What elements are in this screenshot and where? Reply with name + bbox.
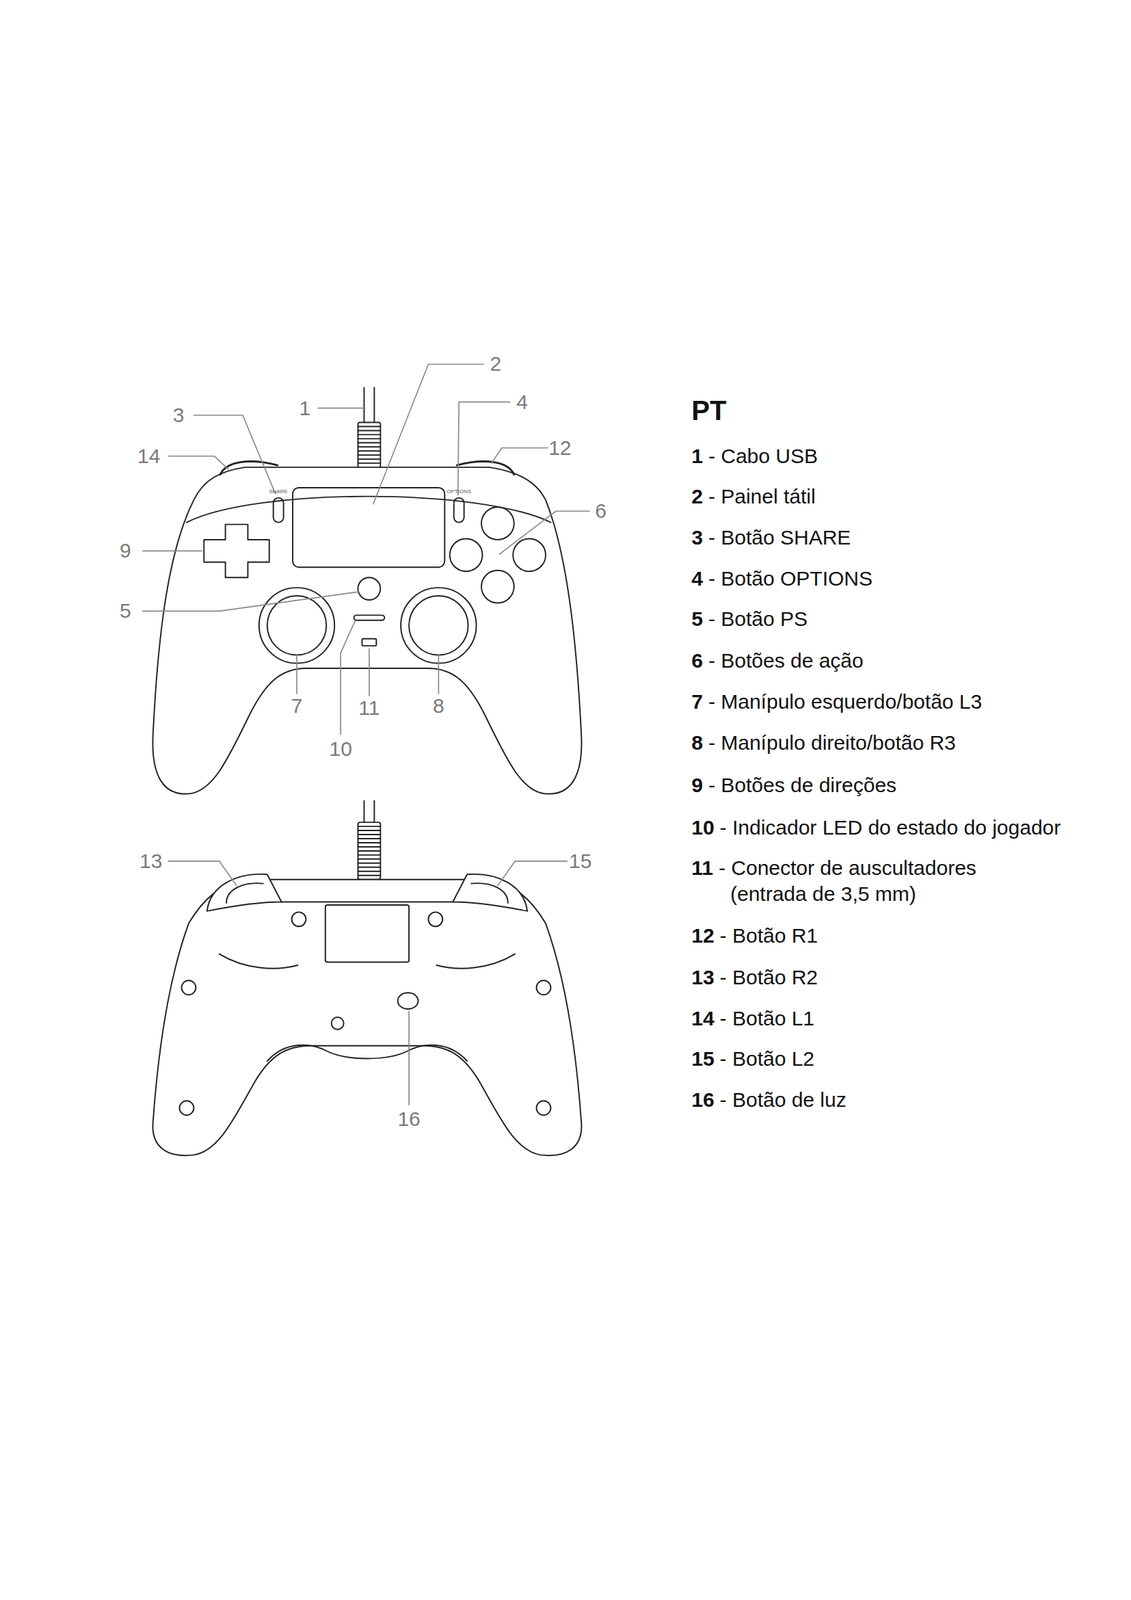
part-name: - Botões de ação: [708, 647, 864, 674]
cable-ridge: [358, 429, 381, 431]
button-print: OPTIONS: [446, 488, 472, 495]
callout-number: 11: [358, 697, 380, 718]
list-number: 10: [691, 814, 714, 841]
cable-ridge: [358, 845, 381, 848]
button-print: SHARE: [268, 488, 288, 495]
part-name: - Botão OPTIONS: [708, 565, 873, 592]
callout-number: 15: [568, 850, 592, 872]
part-name: - Botão R2: [720, 964, 818, 991]
cable-ridge: [358, 862, 381, 864]
list-number: 4: [691, 565, 703, 592]
cable-ridge: [358, 458, 381, 460]
list-number: 5: [691, 605, 703, 632]
list-number: 13: [691, 964, 714, 991]
list-number: 2: [691, 483, 703, 510]
list-number: 15: [691, 1045, 714, 1072]
callout-number: 8: [432, 695, 445, 716]
part-name: - Botão PS: [708, 605, 808, 632]
callout-number: 14: [137, 445, 161, 467]
cable-ridge: [358, 854, 381, 856]
part-name: - Botão de luz: [720, 1086, 847, 1113]
list-number: 8: [691, 729, 703, 756]
part-name: - Painel tátil: [708, 483, 816, 510]
list-number: 16: [691, 1086, 714, 1113]
controller-back: [152, 800, 582, 1155]
part-name: - Botões de direções: [708, 772, 897, 798]
cable-ridge: [358, 433, 381, 435]
callout-number: 13: [139, 850, 163, 872]
list-number: 1: [691, 443, 703, 470]
part-name: - Manípulo direito/botão R3: [708, 729, 956, 756]
controller-front: [152, 387, 582, 794]
leader-lines: [142, 363, 590, 1105]
cable-ridge: [358, 441, 381, 444]
cable-ridge: [358, 837, 381, 840]
callout-number: 1: [299, 397, 312, 419]
language-heading: PT: [691, 395, 727, 426]
part-name: - Botão L2: [720, 1045, 815, 1072]
callout-number: 4: [516, 391, 528, 413]
list-number: 3: [691, 524, 703, 551]
cable-ridge: [358, 866, 381, 868]
cable-ridge: [358, 445, 381, 448]
cable-ridge: [358, 874, 381, 876]
part-name: - Manípulo esquerdo/botão L3: [708, 688, 982, 715]
list-number: 6: [691, 647, 703, 674]
callout-number: 2: [490, 353, 502, 375]
cable-ridge: [358, 870, 381, 872]
part-name: - Botão SHARE: [708, 524, 851, 551]
cable-ridge: [358, 849, 381, 852]
cable-ridge: [358, 437, 381, 439]
list-number: 7: [691, 688, 703, 715]
cable-ridge: [358, 833, 381, 835]
cable-ridge: [358, 825, 381, 827]
part-name: - Indicador LED do estado do jogador: [720, 814, 1062, 841]
cable-ridge: [358, 454, 381, 456]
callout-number: 7: [291, 695, 303, 716]
list-number: 14: [691, 1005, 714, 1032]
callout-number: 5: [119, 600, 132, 621]
list-number: 11: [691, 854, 714, 881]
part-name: - Botão R1: [720, 922, 818, 949]
callout-number: 10: [328, 738, 352, 760]
part-name: - Cabo USB: [708, 443, 818, 470]
cable-ridge: [358, 425, 381, 427]
callout-number: 3: [173, 404, 185, 426]
callout-number: 12: [548, 437, 571, 459]
cable-ridge: [358, 829, 381, 831]
callout-number: 16: [397, 1108, 420, 1129]
cable-ridge: [358, 841, 381, 844]
cable-ridge: [358, 858, 381, 860]
list-number: 9: [691, 772, 703, 798]
callout-number: 9: [119, 540, 132, 561]
cable-ridge: [358, 462, 381, 464]
list-number: 12: [691, 922, 714, 949]
part-name: - Botão L1: [720, 1005, 815, 1032]
cable-ridge: [358, 449, 381, 452]
callout-number: 6: [594, 500, 607, 522]
part-name: - Conector de auscultadores (entrada de …: [718, 854, 1018, 907]
